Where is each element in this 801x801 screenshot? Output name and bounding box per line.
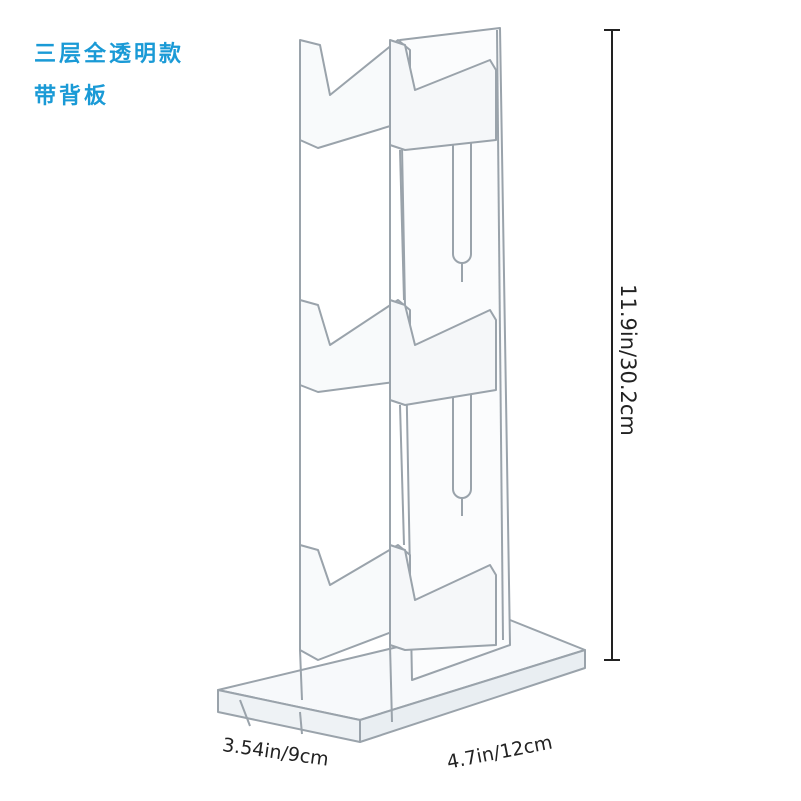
height-dimension-line xyxy=(604,29,620,661)
front-side-plate xyxy=(299,39,411,701)
rear-side-plate xyxy=(389,39,497,723)
caption-line-2: 带背板 xyxy=(34,84,110,109)
caption-line-1: 三层全透明款 xyxy=(34,42,185,67)
height-dimension-label: 11.9in/30.2cm xyxy=(616,284,640,436)
